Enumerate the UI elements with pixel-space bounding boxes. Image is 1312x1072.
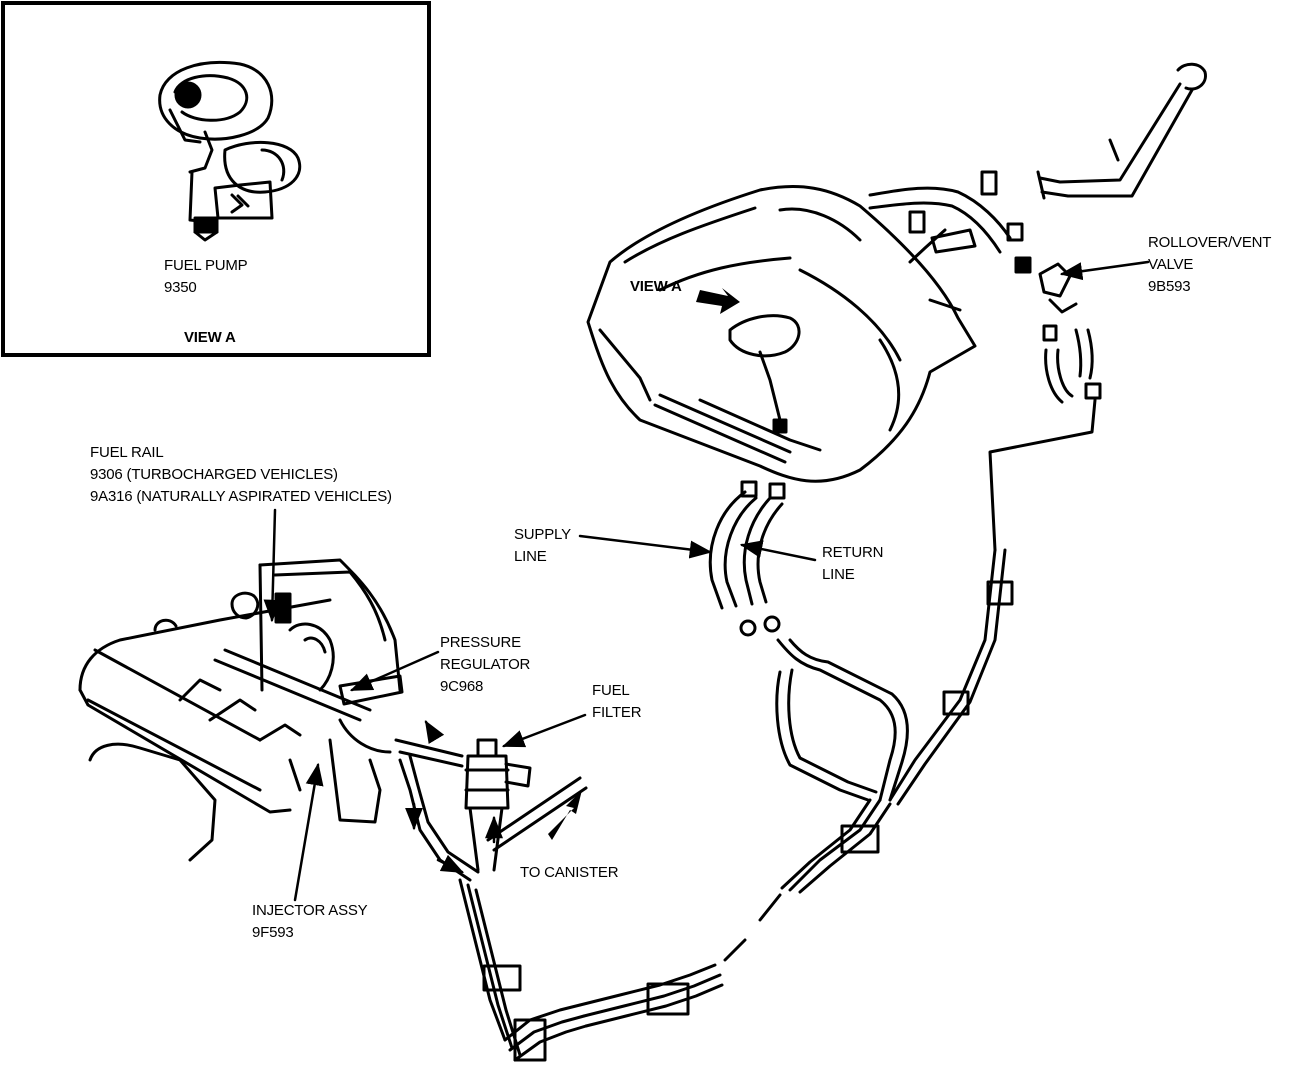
fuel-lines — [398, 548, 1014, 1062]
fuel-filter-label: FUEL FILTER — [592, 680, 642, 724]
fuel-tank — [586, 185, 977, 483]
supply-line-word1: SUPPLY — [514, 526, 571, 543]
view-a-arrow — [696, 288, 740, 314]
fuel-rail-na: 9A316 (NATURALLY ASPIRATED VEHICLES) — [90, 488, 392, 505]
fuel-rail-turbo: 9306 (TURBOCHARGED VEHICLES) — [90, 466, 338, 483]
pressure-regulator-label: PRESSURE REGULATOR 9C968 — [440, 632, 530, 698]
filler-neck — [868, 62, 1207, 552]
to-canister-label: TO CANISTER — [520, 864, 619, 881]
supply-line-word2: LINE — [514, 548, 547, 565]
return-line-label: RETURN LINE — [822, 542, 884, 586]
fuel-pump-drawing — [158, 60, 302, 242]
fuel-pump-number: 9350 — [164, 279, 197, 296]
canister-arrow — [548, 790, 582, 840]
fuel-pump-name: FUEL PUMP — [164, 257, 248, 274]
pressure-regulator-word2: REGULATOR — [440, 656, 531, 673]
fuel-filter-word2: FILTER — [592, 704, 642, 721]
fuel-filter-word1: FUEL — [592, 682, 630, 699]
injector-number: 9F593 — [252, 924, 294, 941]
fuel-filter — [394, 738, 588, 872]
injector-title: INJECTOR ASSY — [252, 902, 368, 919]
rollover-valve-number: 9B593 — [1148, 278, 1191, 295]
return-line-word2: LINE — [822, 566, 855, 583]
engine-assembly — [78, 558, 404, 862]
supply-line-label: SUPPLY LINE — [514, 524, 571, 568]
rollover-valve-title: ROLLOVER/VENT — [1148, 234, 1272, 251]
injector-label: INJECTOR ASSY 9F593 — [252, 900, 368, 944]
pressure-regulator-word1: PRESSURE — [440, 634, 521, 651]
rollover-valve-label: ROLLOVER/VENT VALVE 9B593 — [1148, 232, 1271, 298]
pressure-regulator-number: 9C968 — [440, 678, 484, 695]
tank-view-label: VIEW A — [630, 278, 682, 295]
leader-lines — [263, 260, 1150, 902]
inset-frame — [1, 1, 431, 357]
fuel-rail-title: FUEL RAIL — [90, 444, 164, 461]
rollover-valve-word: VALVE — [1148, 256, 1194, 273]
supply-return-hoses — [708, 480, 786, 637]
fuel-rail-label: FUEL RAIL 9306 (TURBOCHARGED VEHICLES) 9… — [90, 442, 392, 508]
return-line-word1: RETURN — [822, 544, 884, 561]
inset-view-label: VIEW A — [184, 329, 236, 346]
inset-fuel-pump-label: FUEL PUMP 9350 — [164, 255, 248, 299]
